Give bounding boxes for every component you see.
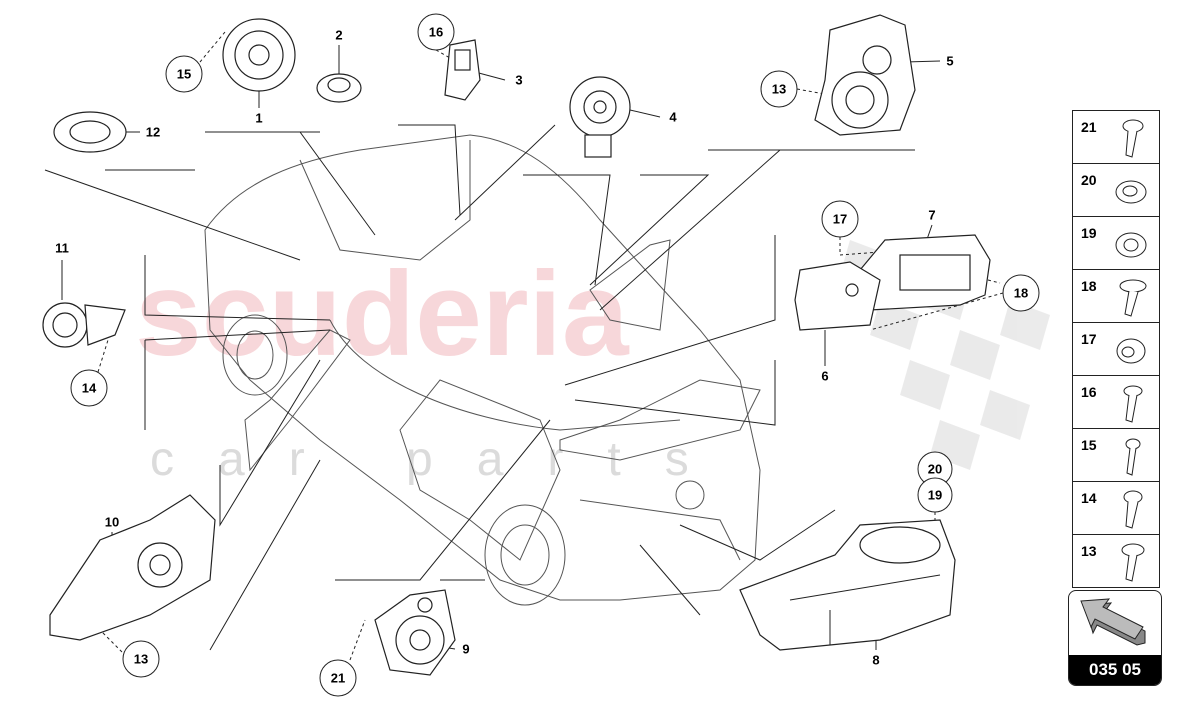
hardware-number: 13 (1081, 543, 1097, 559)
svg-text:16: 16 (429, 25, 443, 40)
svg-text:10: 10 (105, 515, 119, 530)
svg-text:4: 4 (669, 110, 677, 125)
svg-text:17: 17 (833, 212, 847, 227)
part-speaker-9 (374, 589, 456, 676)
callout-14: 14 (70, 369, 108, 407)
svg-text:13: 13 (772, 82, 786, 97)
svg-text:14: 14 (82, 381, 97, 396)
hardware-number: 20 (1081, 172, 1097, 188)
callout-10: 10 (105, 515, 119, 530)
part-door-speaker-10 (49, 494, 216, 641)
callout-15: 15 (165, 55, 203, 93)
part-tweeter-4 (569, 76, 631, 158)
hardware-item-17: 17 (1073, 323, 1159, 376)
svg-text:6: 6 (821, 369, 828, 384)
callout-13: 13 (760, 70, 798, 108)
hex-nut-icon (1116, 338, 1146, 364)
part-speaker-1 (222, 18, 296, 92)
hardware-number: 19 (1081, 225, 1097, 241)
callout-19: 19 (917, 477, 953, 513)
torx-screw-icon (1125, 438, 1141, 476)
callout-9: 9 (462, 642, 469, 657)
hardware-item-18: 18 (1073, 270, 1159, 323)
svg-text:15: 15 (177, 67, 191, 82)
hardware-number: 17 (1081, 331, 1097, 347)
callout-17: 17 (821, 200, 859, 238)
callout-4: 4 (669, 110, 677, 125)
svg-text:7: 7 (928, 208, 935, 223)
washer-screw-icon (1121, 543, 1145, 582)
hardware-number: 21 (1081, 119, 1097, 135)
part-sensor-3 (444, 39, 481, 101)
callout-7: 7 (928, 208, 935, 223)
hardware-number: 18 (1081, 278, 1097, 294)
svg-text:1: 1 (255, 111, 262, 126)
svg-text:18: 18 (1014, 286, 1028, 301)
callout-11: 11 (55, 241, 69, 256)
part-speaker-11 (42, 302, 126, 348)
torx-screw-icon (1123, 385, 1143, 423)
callout-12: 12 (146, 125, 160, 140)
svg-text:20: 20 (928, 462, 942, 477)
hardware-number: 16 (1081, 384, 1097, 400)
watermark-sub: car parts (150, 433, 733, 486)
washer-icon (1115, 232, 1147, 258)
hardware-item-20: 20 (1073, 164, 1159, 217)
callout-5: 5 (946, 54, 953, 69)
part-bracket-7 (859, 234, 991, 311)
hardware-legend: 21 20 19 18 17 16 15 14 13 (1072, 110, 1160, 588)
callout-3: 3 (515, 73, 522, 88)
callout-1: 1 (255, 111, 262, 126)
svg-text:21: 21 (331, 671, 345, 686)
part-speaker-ring-2 (316, 73, 362, 103)
callout-20: 20 (917, 451, 953, 487)
vehicle-body (204, 134, 761, 606)
svg-text:3: 3 (515, 73, 522, 88)
page-number: 035 05 (1069, 655, 1161, 685)
svg-text:11: 11 (55, 241, 69, 256)
callout-18: 18 (1002, 274, 1040, 312)
svg-text:13: 13 (134, 652, 148, 667)
svg-text:12: 12 (146, 125, 160, 140)
flange-nut-icon (1115, 180, 1147, 204)
checkered-flag (840, 240, 1050, 470)
svg-text:5: 5 (946, 54, 953, 69)
callout-6: 6 (821, 369, 828, 384)
watermark: scuderia car parts (135, 240, 1050, 486)
hardware-number: 14 (1081, 490, 1097, 506)
svg-text:9: 9 (462, 642, 469, 657)
part-subwoofer-8 (739, 519, 956, 651)
screw-icon (1122, 119, 1144, 158)
callout-21: 21 (319, 659, 357, 697)
callout-2: 2 (335, 28, 342, 43)
part-amplifier-6 (794, 261, 881, 331)
callout-16: 16 (417, 13, 455, 51)
page-reference: 035 05 (1068, 590, 1162, 686)
svg-text:8: 8 (872, 653, 879, 668)
hardware-number: 15 (1081, 437, 1097, 453)
arrow-icon (1080, 598, 1146, 646)
torx-screw-icon (1123, 490, 1143, 529)
hardware-item-13: 13 (1073, 535, 1159, 587)
watermark-brand: scuderia (135, 247, 630, 381)
svg-text:19: 19 (928, 488, 942, 503)
hardware-item-15: 15 (1073, 429, 1159, 482)
part-tweeter-12 (53, 111, 127, 153)
hardware-item-14: 14 (1073, 482, 1159, 535)
part-door-speaker-5 (814, 14, 916, 136)
hardware-item-16: 16 (1073, 376, 1159, 429)
svg-text:2: 2 (335, 28, 342, 43)
hardware-item-21: 21 (1073, 111, 1159, 164)
callout-13b: 13 (122, 640, 160, 678)
callout-8: 8 (872, 653, 879, 668)
hardware-item-19: 19 (1073, 217, 1159, 270)
hex-bolt-icon (1119, 279, 1147, 317)
